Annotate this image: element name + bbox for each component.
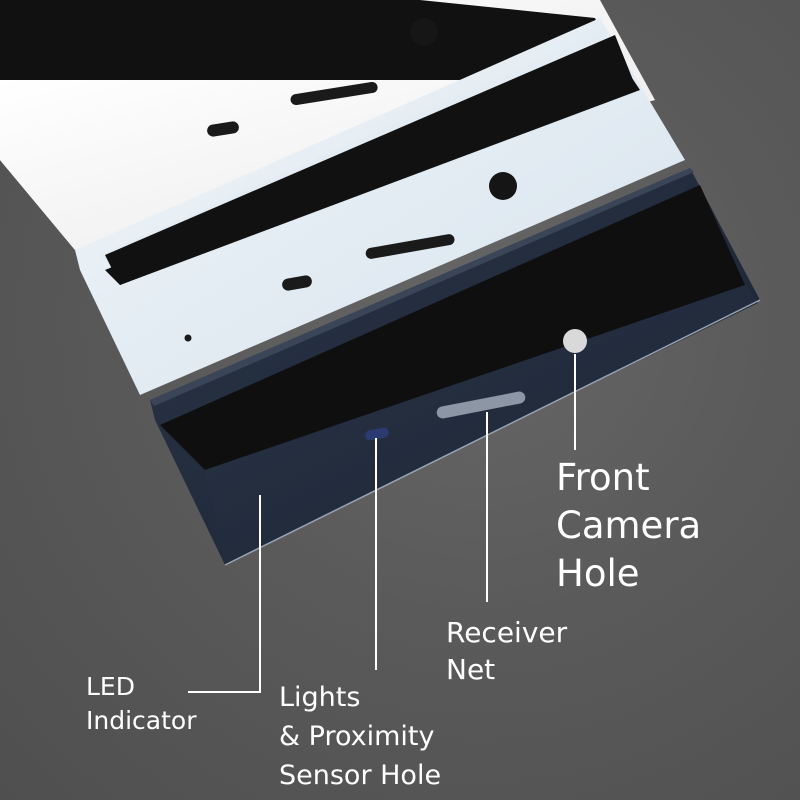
receiver-slot-white [290,81,378,106]
callout-led [188,495,261,693]
label-led-line-1: LED [86,672,135,701]
camera-hole-navy [563,329,587,353]
label-camera-line-2: Camera [556,504,702,547]
label-camera-line-3: Hole [556,552,640,595]
label-receiver-line-1: Receiver [446,616,568,649]
led-dot-lightblue [184,334,192,342]
camera-hole-lightblue [489,172,517,200]
sensor-hole-lightblue [282,275,312,291]
sensor-hole-white [207,121,239,137]
lightblue-panel [75,18,685,395]
label-led-indicator: LED Indicator [86,670,196,738]
label-camera-line-1: Front [556,456,650,499]
navy-panel-screen [160,185,745,470]
label-receiver-line-2: Net [446,653,496,686]
navy-panel [150,168,761,566]
label-front-camera: Front Camera Hole [556,454,701,598]
sensor-hole-navy [365,427,389,441]
label-proximity-line-3: Sensor Hole [279,760,442,791]
label-proximity-line-1: Lights [279,682,361,713]
label-proximity-line-2: & Proximity [279,721,435,752]
camera-hole-white [410,18,438,46]
white-panel [0,0,655,250]
receiver-slot-navy [436,391,526,419]
label-proximity-sensor: Lights & Proximity Sensor Hole [279,678,441,795]
label-receiver-net: Receiver Net [446,614,567,688]
label-led-line-2: Indicator [86,706,197,735]
receiver-slot-lightblue [365,234,455,259]
callout-lines [188,354,576,693]
